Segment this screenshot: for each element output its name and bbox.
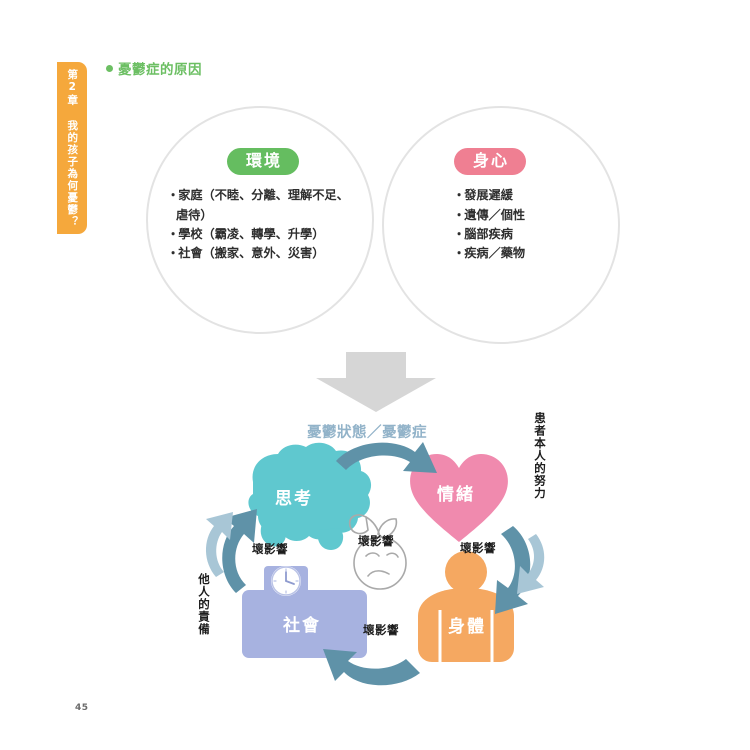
venn-pill-wrap-right: 身心: [440, 148, 615, 176]
venn-pill-environment: 環境: [226, 148, 299, 176]
down-arrow-icon: [316, 352, 436, 412]
edge-label-body-to-society: 壞影響: [363, 623, 399, 637]
sad-face-sprout-icon: [348, 514, 407, 590]
venn-list-mindbody: 發展遲緩 遺傳／個性 腦部疾病 疾病／藥物: [440, 186, 615, 263]
venn-pill-mindbody: 身心: [454, 148, 527, 176]
venn-content-environment: 環境 家庭（不睦、分離、理解不足、虐待） 學校（霸凌、轉學、升學） 社會（搬家、…: [167, 148, 359, 263]
arrow-others-blame: [205, 512, 233, 577]
arrow-patient-effort: [517, 534, 545, 594]
page-title: 憂鬱症的原因: [118, 62, 202, 78]
cycle-title: 憂鬱狀態／憂鬱症: [307, 425, 427, 441]
heart-icon: [410, 454, 508, 542]
edge-label-emotion-to-body: 壞影響: [460, 541, 496, 555]
list-item: 腦部疾病: [440, 225, 615, 244]
list-item: 疾病／藥物: [440, 244, 615, 263]
venn-content-mindbody: 身心 發展遲緩 遺傳／個性 腦部疾病 疾病／藥物: [440, 148, 615, 263]
building-clock-icon: [242, 566, 367, 658]
list-item: 社會（搬家、意外、災害）: [167, 244, 359, 263]
edge-label-think-to-emotion: 壞影響: [358, 534, 394, 548]
arrow-think-to-emotion: [336, 442, 437, 473]
bullet-dot-icon: [106, 64, 113, 72]
page-number: 45: [75, 703, 89, 713]
outer-label-patient-effort: 患者本人的努力: [533, 412, 547, 500]
edge-label-society-to-think: 壞影響: [252, 542, 288, 556]
arrow-body-to-society: [323, 649, 420, 686]
chapter-tab-label: 第2章 我的孩子為何憂鬱？: [66, 68, 79, 228]
venn-diagram: 環境 家庭（不睦、分離、理解不足、虐待） 學校（霸凌、轉學、升學） 社會（搬家、…: [0, 0, 750, 400]
list-item: 學校（霸凌、轉學、升學）: [167, 225, 359, 244]
chapter-tab: 第2章 我的孩子為何憂鬱？: [57, 62, 87, 234]
venn-pill-wrap-left: 環境: [167, 148, 359, 176]
cycle-graphics: [205, 442, 545, 686]
person-icon: [418, 551, 514, 662]
venn-circle-environment: [146, 106, 374, 334]
list-item: 發展遲緩: [440, 186, 615, 205]
venn-circle-mindbody: [382, 106, 620, 344]
arrow-emotion-to-body: [495, 526, 531, 614]
venn-list-environment: 家庭（不睦、分離、理解不足、虐待） 學校（霸凌、轉學、升學） 社會（搬家、意外、…: [167, 186, 359, 263]
section-heading: 憂鬱症的原因: [106, 58, 202, 78]
brain-icon: [248, 442, 372, 550]
list-item: 家庭（不睦、分離、理解不足、虐待）: [167, 186, 359, 225]
outer-label-others-blame: 他人的責備: [197, 573, 211, 636]
list-item: 遺傳／個性: [440, 206, 615, 225]
cycle-diagram: 憂鬱狀態／憂鬱症: [0, 400, 750, 700]
